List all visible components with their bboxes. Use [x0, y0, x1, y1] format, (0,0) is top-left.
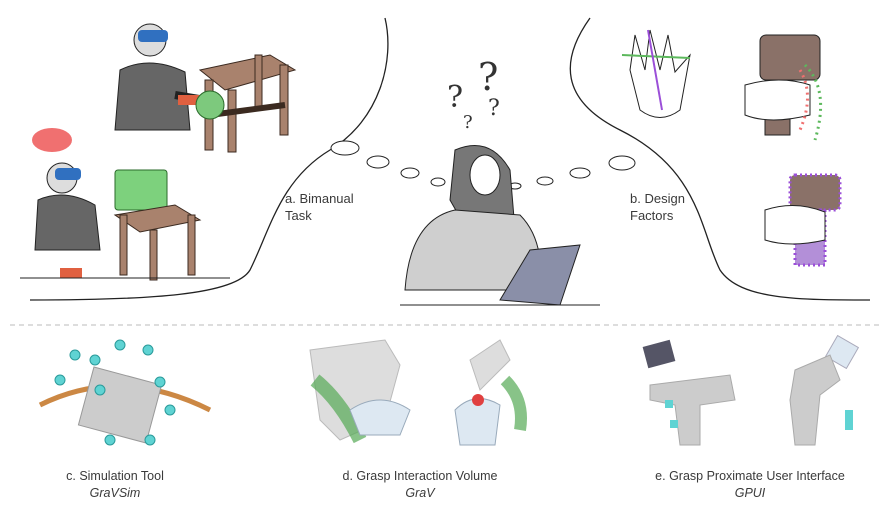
- divider-curve-left: [29, 17, 389, 301]
- chair-illustration-top: [198, 54, 297, 153]
- panel-d-subtitle: GraV: [405, 486, 435, 500]
- simulation-tool-render: [38, 339, 212, 446]
- panel-a-label: a. Bimanual Task: [285, 190, 354, 224]
- question-mark: ?: [478, 55, 499, 99]
- panel-b-label-line1: b. Design: [630, 191, 685, 206]
- hand-axis-diagram: [621, 29, 691, 118]
- vr-user-illustration-top: [114, 23, 206, 131]
- virtual-ui-panel: [114, 169, 168, 211]
- grasp-volume-render-1: [309, 339, 411, 444]
- panel-e-title: e. Grasp Proximate User Interface: [655, 469, 845, 483]
- panel-b-label: b. Design Factors: [630, 190, 685, 224]
- panel-c-subtitle: GraVSim: [89, 486, 141, 500]
- question-mark: ?: [488, 96, 500, 121]
- grasp-highlight-green: [195, 90, 225, 120]
- drill-on-table: [60, 268, 82, 278]
- gpui-render-1: [642, 339, 736, 446]
- laptop-illustration: [499, 244, 581, 306]
- panel-e-subtitle: GPUI: [734, 486, 766, 500]
- divider-curve-right: [569, 17, 871, 301]
- question-mark: ?: [447, 80, 464, 115]
- error-indicator-icon: [32, 128, 72, 152]
- thinking-person-illustration: [404, 145, 542, 291]
- panel-e-caption: e. Grasp Proximate User Interface GPUI: [630, 468, 870, 502]
- drill-grasp-diagram-bottom: [764, 173, 842, 267]
- drill-grasp-diagram-top: [744, 34, 823, 141]
- question-mark: ?: [463, 112, 473, 133]
- panel-a-label-line1: a. Bimanual: [285, 191, 354, 206]
- thought-bubbles: [330, 140, 636, 190]
- grasp-volume-render-2: [454, 339, 527, 446]
- chair-illustration-bottom: [113, 204, 202, 281]
- panel-c-title: c. Simulation Tool: [66, 469, 164, 483]
- panel-b-label-line2: Factors: [630, 208, 674, 223]
- panel-d-caption: d. Grasp Interaction Volume GraV: [310, 468, 530, 502]
- vr-user-illustration-bottom: [34, 162, 101, 251]
- panel-d-title: d. Grasp Interaction Volume: [342, 469, 498, 483]
- gpui-render-2: [789, 334, 860, 446]
- panel-a-label-line2: Task: [285, 208, 312, 223]
- panel-c-caption: c. Simulation Tool GraVSim: [30, 468, 200, 502]
